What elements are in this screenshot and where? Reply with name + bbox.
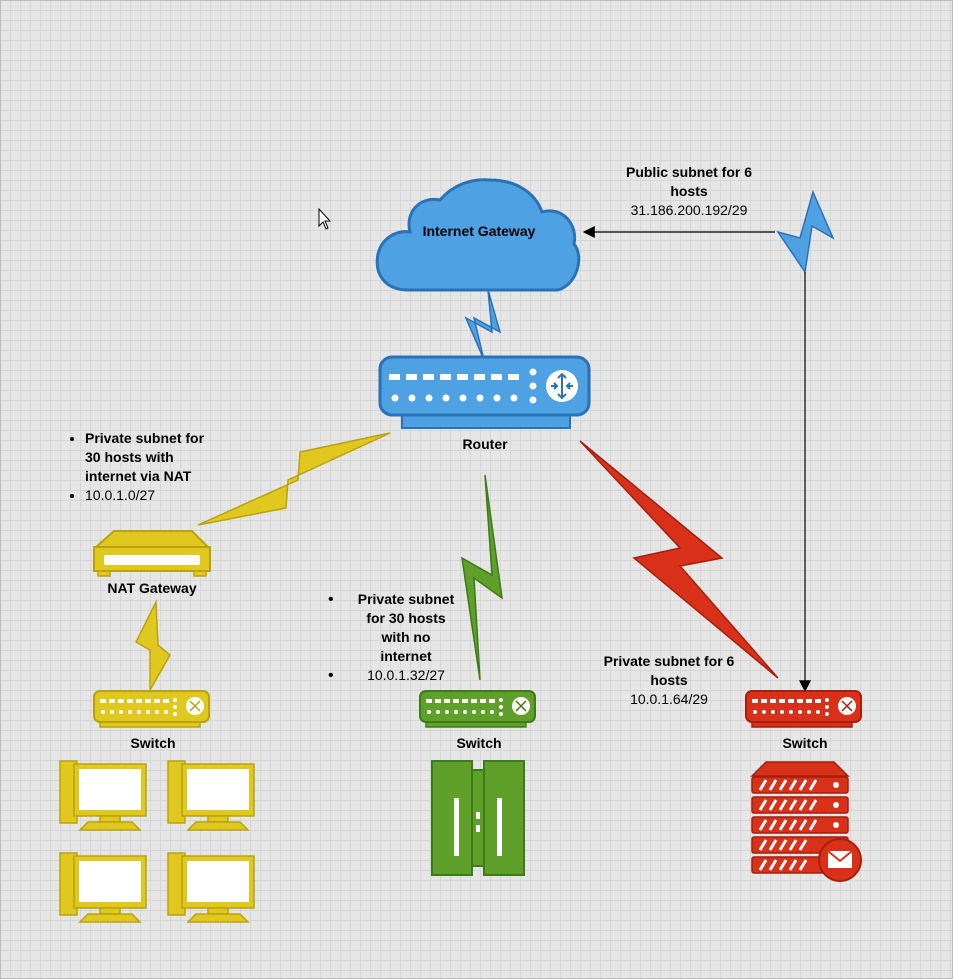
switch-yellow-icon (93, 690, 210, 728)
workstation-icon (59, 760, 147, 831)
nat-subnet-title-item: Private subnet for 30 hosts with interne… (85, 429, 265, 486)
isolated-subnet-title-line4: internet (380, 648, 432, 664)
public-subnet-cidr: 31.186.200.192/29 (630, 202, 748, 218)
isolated-subnet-title-line2: for 30 hosts (366, 610, 446, 626)
internet-gateway-cloud-icon (375, 178, 581, 292)
switch-red-label: Switch (782, 735, 828, 751)
mail-subnet-title-line2: hosts (650, 672, 688, 688)
isolated-subnet-title-line1: Private subnet (357, 591, 455, 607)
mail-subnet-label: Private subnet for 6 hosts 10.0.1.64/29 (580, 652, 758, 709)
public-subnet-title-line1: Public subnet for 6 (625, 164, 752, 180)
mail-subnet-title-line1: Private subnet for 6 (603, 653, 735, 669)
router-icon (378, 355, 591, 429)
link-nat-switch-yellow (135, 599, 171, 693)
nat-gateway-label: NAT Gateway (107, 580, 197, 596)
nat-subnet-title-line1: Private subnet for (85, 430, 205, 446)
link-router-internet (464, 289, 502, 361)
nat-subnet-label: Private subnet for 30 hosts with interne… (65, 429, 265, 505)
mail-subnet-cidr: 10.0.1.64/29 (630, 691, 708, 707)
workstation-icon (167, 760, 255, 831)
link-public-subnet (776, 189, 835, 275)
workstation-icon (59, 852, 147, 923)
public-subnet-label: Public subnet for 6 hosts 31.186.200.192… (598, 163, 780, 220)
router-label: Router (462, 436, 508, 452)
switch-green-icon (419, 690, 536, 728)
isolated-subnet-cidr: 10.0.1.32/27 (367, 667, 445, 683)
workstation-icon (167, 852, 255, 923)
public-subnet-title-line2: hosts (670, 183, 708, 199)
isolated-subnet-title-line3: with no (381, 629, 431, 645)
bullet-icon: • (328, 591, 334, 608)
bullet-icon: • (328, 667, 334, 684)
switch-green-label: Switch (456, 735, 502, 751)
mail-server-icon (750, 761, 862, 882)
nat-gateway-icon (93, 530, 211, 577)
mouse-cursor-icon (318, 207, 332, 230)
server-rack-icon (431, 760, 525, 876)
link-router-switch-red (579, 440, 779, 679)
link-router-nat (197, 432, 391, 526)
link-router-switch-green (461, 474, 503, 681)
nat-subnet-title-line3: internet via NAT (85, 468, 192, 484)
nat-subnet-title-line2: 30 hosts with (85, 449, 174, 465)
nat-subnet-cidr: 10.0.1.0/27 (85, 486, 265, 505)
switch-yellow-label: Switch (130, 735, 176, 751)
internet-gateway-label: Internet Gateway (422, 223, 536, 239)
isolated-subnet-label: • Private subnet for 30 hosts with no in… (328, 590, 478, 685)
switch-red-icon (745, 690, 862, 728)
